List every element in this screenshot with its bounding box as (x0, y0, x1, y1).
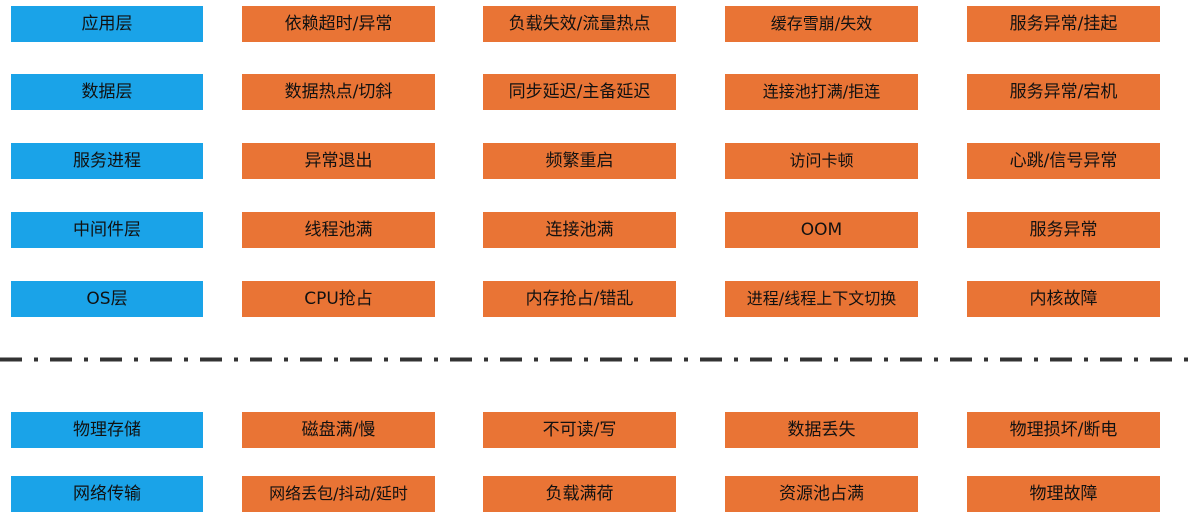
row-middleware-layer: 中间件层 线程池满 连接池满 OOM 服务异常 (0, 212, 1195, 250)
issue-box: 连接池打满/拒连 (725, 74, 918, 110)
issue-box: 线程池满 (242, 212, 435, 248)
issue-box: 资源池占满 (725, 476, 918, 512)
layer-label: 服务进程 (11, 143, 203, 179)
dash-dot-divider (0, 357, 1195, 362)
issue-box: 频繁重启 (483, 143, 676, 179)
issue-box: 数据热点/切斜 (242, 74, 435, 110)
layer-label: 中间件层 (11, 212, 203, 248)
issue-box: 进程/线程上下文切换 (725, 281, 918, 317)
issue-box: 物理故障 (967, 476, 1160, 512)
row-os-layer: OS层 CPU抢占 内存抢占/错乱 进程/线程上下文切换 内核故障 (0, 281, 1195, 319)
row-network-transport: 网络传输 网络丢包/抖动/延时 负载满荷 资源池占满 物理故障 (0, 476, 1195, 514)
issue-box: 磁盘满/慢 (242, 412, 435, 448)
issue-box: 连接池满 (483, 212, 676, 248)
issue-box: CPU抢占 (242, 281, 435, 317)
issue-box: 不可读/写 (483, 412, 676, 448)
issue-box: 同步延迟/主备延迟 (483, 74, 676, 110)
layer-label: OS层 (11, 281, 203, 317)
issue-box: 服务异常/宕机 (967, 74, 1160, 110)
layer-label: 数据层 (11, 74, 203, 110)
issue-box: 服务异常/挂起 (967, 6, 1160, 42)
issue-box: 负载失效/流量热点 (483, 6, 676, 42)
issue-box: 心跳/信号异常 (967, 143, 1160, 179)
layer-label: 网络传输 (11, 476, 203, 512)
layer-label: 物理存储 (11, 412, 203, 448)
issue-box: 网络丢包/抖动/延时 (242, 476, 435, 512)
issue-box: 物理损坏/断电 (967, 412, 1160, 448)
issue-box: 依赖超时/异常 (242, 6, 435, 42)
issue-box: 服务异常 (967, 212, 1160, 248)
layer-label: 应用层 (11, 6, 203, 42)
row-service-process: 服务进程 异常退出 频繁重启 访问卡顿 心跳/信号异常 (0, 143, 1195, 181)
issue-box: 负载满荷 (483, 476, 676, 512)
issue-box: 异常退出 (242, 143, 435, 179)
row-data-layer: 数据层 数据热点/切斜 同步延迟/主备延迟 连接池打满/拒连 服务异常/宕机 (0, 74, 1195, 112)
issue-box: 访问卡顿 (725, 143, 918, 179)
issue-box: 缓存雪崩/失效 (725, 6, 918, 42)
issue-box: 数据丢失 (725, 412, 918, 448)
issue-box: 内存抢占/错乱 (483, 281, 676, 317)
issue-box: 内核故障 (967, 281, 1160, 317)
row-application-layer: 应用层 依赖超时/异常 负载失效/流量热点 缓存雪崩/失效 服务异常/挂起 (0, 6, 1195, 44)
issue-box: OOM (725, 212, 918, 248)
row-physical-storage: 物理存储 磁盘满/慢 不可读/写 数据丢失 物理损坏/断电 (0, 412, 1195, 450)
